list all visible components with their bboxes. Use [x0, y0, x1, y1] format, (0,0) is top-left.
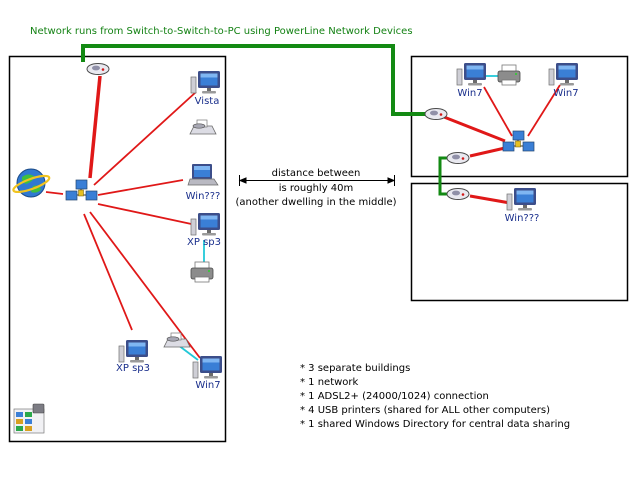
powerline-adapter-icon — [424, 108, 448, 120]
computer-monitor-icon — [548, 62, 579, 86]
computer-monitor-icon — [118, 339, 149, 363]
network-switch-icon — [65, 179, 98, 201]
powerline-adapter-icon — [446, 152, 470, 164]
note-item: * 4 USB printers (shared for ALL other c… — [300, 405, 550, 416]
printer-icon — [190, 261, 214, 283]
right-bottom-cable — [469, 194, 511, 205]
diagram-title: Network runs from Switch-to-Switch-to-PC… — [30, 26, 413, 37]
flatbed-scanner-icon — [163, 332, 191, 348]
device-label-win7-left: Win7 — [457, 88, 483, 99]
computer-monitor-icon — [456, 62, 487, 86]
distance-arrow — [238, 175, 396, 186]
distance-line-1: distance between — [271, 168, 361, 179]
internet-globe-icon — [10, 167, 53, 199]
powerline-link — [81, 44, 432, 116]
left-building-cables — [45, 75, 201, 359]
powerline-adapter-icon — [446, 188, 470, 200]
right-top-cables — [443, 84, 561, 158]
device-label-win-laptop: Win??? — [185, 191, 221, 202]
device-label-xp-sp3-bottom: XP sp3 — [116, 363, 150, 374]
device-label-xp-sp3-right: XP sp3 — [187, 237, 221, 248]
note-item: * 1 network — [300, 377, 359, 388]
printer-icon — [497, 64, 521, 86]
note-item: * 3 separate buildings — [300, 363, 411, 374]
device-label-win7-right: Win7 — [553, 88, 579, 99]
fax-machine-icon — [189, 119, 217, 135]
notes-list: * 3 separate buildings * 1 network * 1 A… — [300, 362, 570, 432]
computer-monitor-icon — [190, 212, 221, 236]
computer-monitor-icon — [190, 70, 221, 94]
device-label-win7-bottom: Win7 — [195, 380, 221, 391]
distance-line-2: is roughly 40m — [278, 183, 354, 194]
note-item: * 1 shared Windows Directory for central… — [300, 419, 571, 430]
building-left — [8, 55, 227, 443]
note-item: * 1 ADSL2+ (24000/1024) connection — [300, 391, 489, 402]
building-right-bottom — [410, 182, 629, 302]
distance-line-3: (another dwelling in the middle) — [235, 197, 397, 208]
device-label-win-pc: Win??? — [504, 213, 540, 224]
device-label-vista: Vista — [194, 96, 220, 107]
laptop-icon — [187, 163, 219, 186]
computer-monitor-icon — [506, 187, 537, 211]
building-right-top — [410, 55, 629, 178]
powerline-adapter-icon — [86, 63, 110, 75]
shared-directory-icon — [13, 403, 45, 434]
